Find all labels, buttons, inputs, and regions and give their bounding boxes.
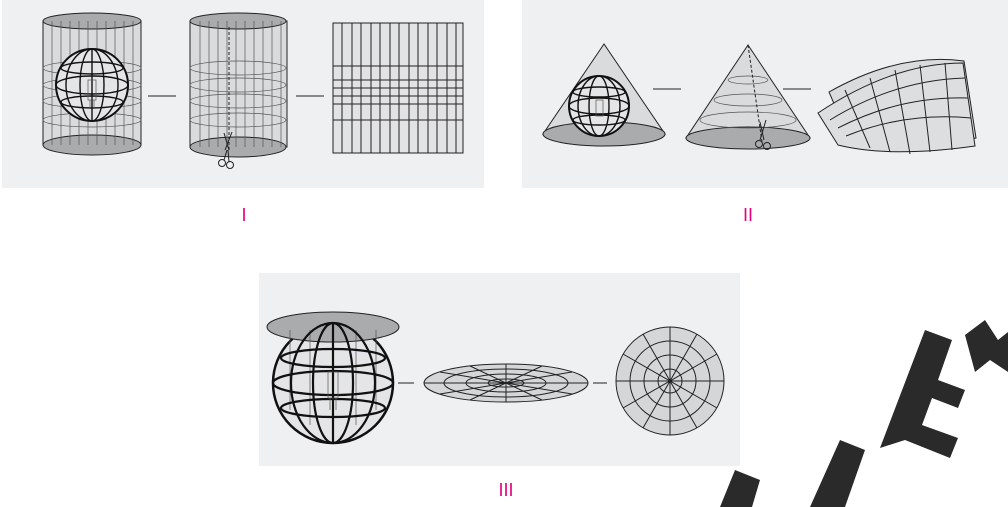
flat-azimuthal-disc bbox=[616, 327, 724, 435]
cone-cut bbox=[686, 45, 810, 150]
plane-side-view bbox=[424, 364, 588, 402]
cone-with-globe bbox=[543, 44, 665, 146]
label-panel-1: I bbox=[214, 205, 274, 226]
flat-conic-fan bbox=[818, 59, 976, 154]
cylinder-cut bbox=[190, 13, 287, 169]
label-panel-2: II bbox=[718, 205, 778, 226]
cylinder-with-globe bbox=[43, 13, 141, 155]
label-panel-3: III bbox=[476, 480, 536, 501]
globe-with-plane bbox=[267, 312, 399, 443]
flat-cylindrical-grid bbox=[333, 23, 463, 153]
